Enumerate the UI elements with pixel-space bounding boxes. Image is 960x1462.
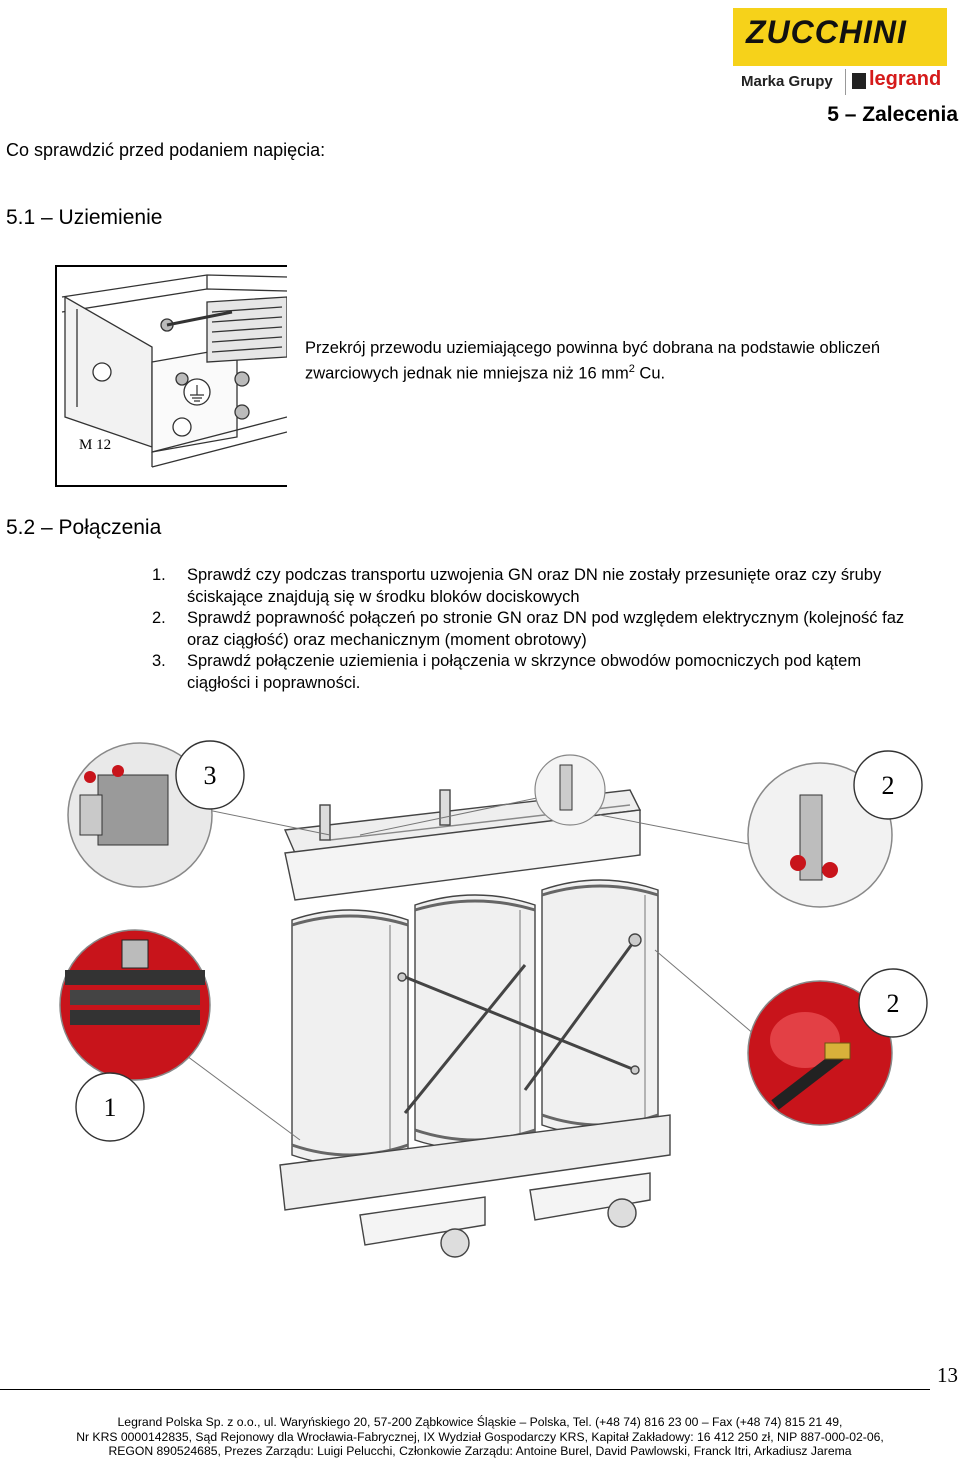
footer-line: Legrand Polska Sp. z o.o., ul. Waryńskie… xyxy=(117,1415,843,1429)
transformer-drawing: 3 2 2 1 xyxy=(59,740,928,1258)
grounding-figure: M 12 xyxy=(55,265,287,487)
list-item-text: Sprawdź połączenie uziemienia i połączen… xyxy=(187,652,862,692)
connections-list: 1. Sprawdź czy podczas transportu uzwoje… xyxy=(152,565,922,695)
detail-top-terminal xyxy=(534,754,606,826)
callout-label: 3 xyxy=(204,761,217,790)
detail-hv-terminal xyxy=(747,762,893,908)
detail-clamp xyxy=(59,929,211,1081)
intro-text: Co sprawdzić przed podaniem napięcia: xyxy=(6,140,326,160)
list-item-number: 3. xyxy=(152,652,166,671)
list-item-text: Sprawdź poprawność połączeń po stronie G… xyxy=(187,609,905,649)
logo-divider xyxy=(845,69,846,95)
callout-circle xyxy=(175,740,245,810)
transformer-figure: 3 2 2 1 xyxy=(30,735,935,1265)
callout-label: 2 xyxy=(882,771,895,800)
footer-divider xyxy=(0,1389,930,1390)
list-item-text: Sprawdź czy podczas transportu uzwojenia… xyxy=(187,566,882,606)
section-title-connections: 5.2 – Połączenia xyxy=(6,516,162,539)
callout-circle xyxy=(853,750,923,820)
zucchini-logo xyxy=(733,8,947,66)
chapter-title: 5 – Zalecenia xyxy=(827,103,958,126)
legrand-logo: legrand xyxy=(869,68,942,90)
grounding-text-unit: Cu. xyxy=(634,364,666,383)
bolt-size-label: M 12 xyxy=(79,437,112,453)
footer-line: REGON 890524685, Prezes Zarządu: Luigi P… xyxy=(108,1444,852,1458)
list-item-number: 1. xyxy=(152,566,166,584)
footer-line: Nr KRS 0000142835, Sąd Rejonowy dla Wroc… xyxy=(76,1429,884,1444)
detail-bushing xyxy=(747,980,893,1126)
grounding-text-main: Przekrój przewodu uziemiającego powinna … xyxy=(305,339,881,383)
grounding-drawing xyxy=(61,274,287,468)
list-item: 1. Sprawdź czy podczas transportu uzwoje… xyxy=(152,565,922,608)
zucchini-logo-text: ZUCCHINI xyxy=(746,14,907,50)
company-footer: Legrand Polska Sp. z o.o., ul. Waryńskie… xyxy=(0,1415,960,1459)
callout-label: 1 xyxy=(104,1093,117,1122)
section-title-grounding: 5.1 – Uziemienie xyxy=(6,206,163,229)
callout-circle xyxy=(75,1072,145,1142)
list-item-number: 2. xyxy=(152,609,166,628)
list-item: 2. Sprawdź poprawność połączeń po stroni… xyxy=(152,608,922,651)
grounding-text-sup: 2 xyxy=(628,363,635,375)
page-number: 13 xyxy=(937,1363,958,1387)
group-label: Marka Grupy xyxy=(741,73,833,90)
callout-label: 2 xyxy=(887,989,900,1018)
grounding-text: Przekrój przewodu uziemiającego powinna … xyxy=(305,338,905,385)
callout-circle xyxy=(858,968,928,1038)
list-item: 3. Sprawdź połączenie uziemienia i połąc… xyxy=(152,651,922,694)
legrand-logo-mark xyxy=(852,73,866,89)
